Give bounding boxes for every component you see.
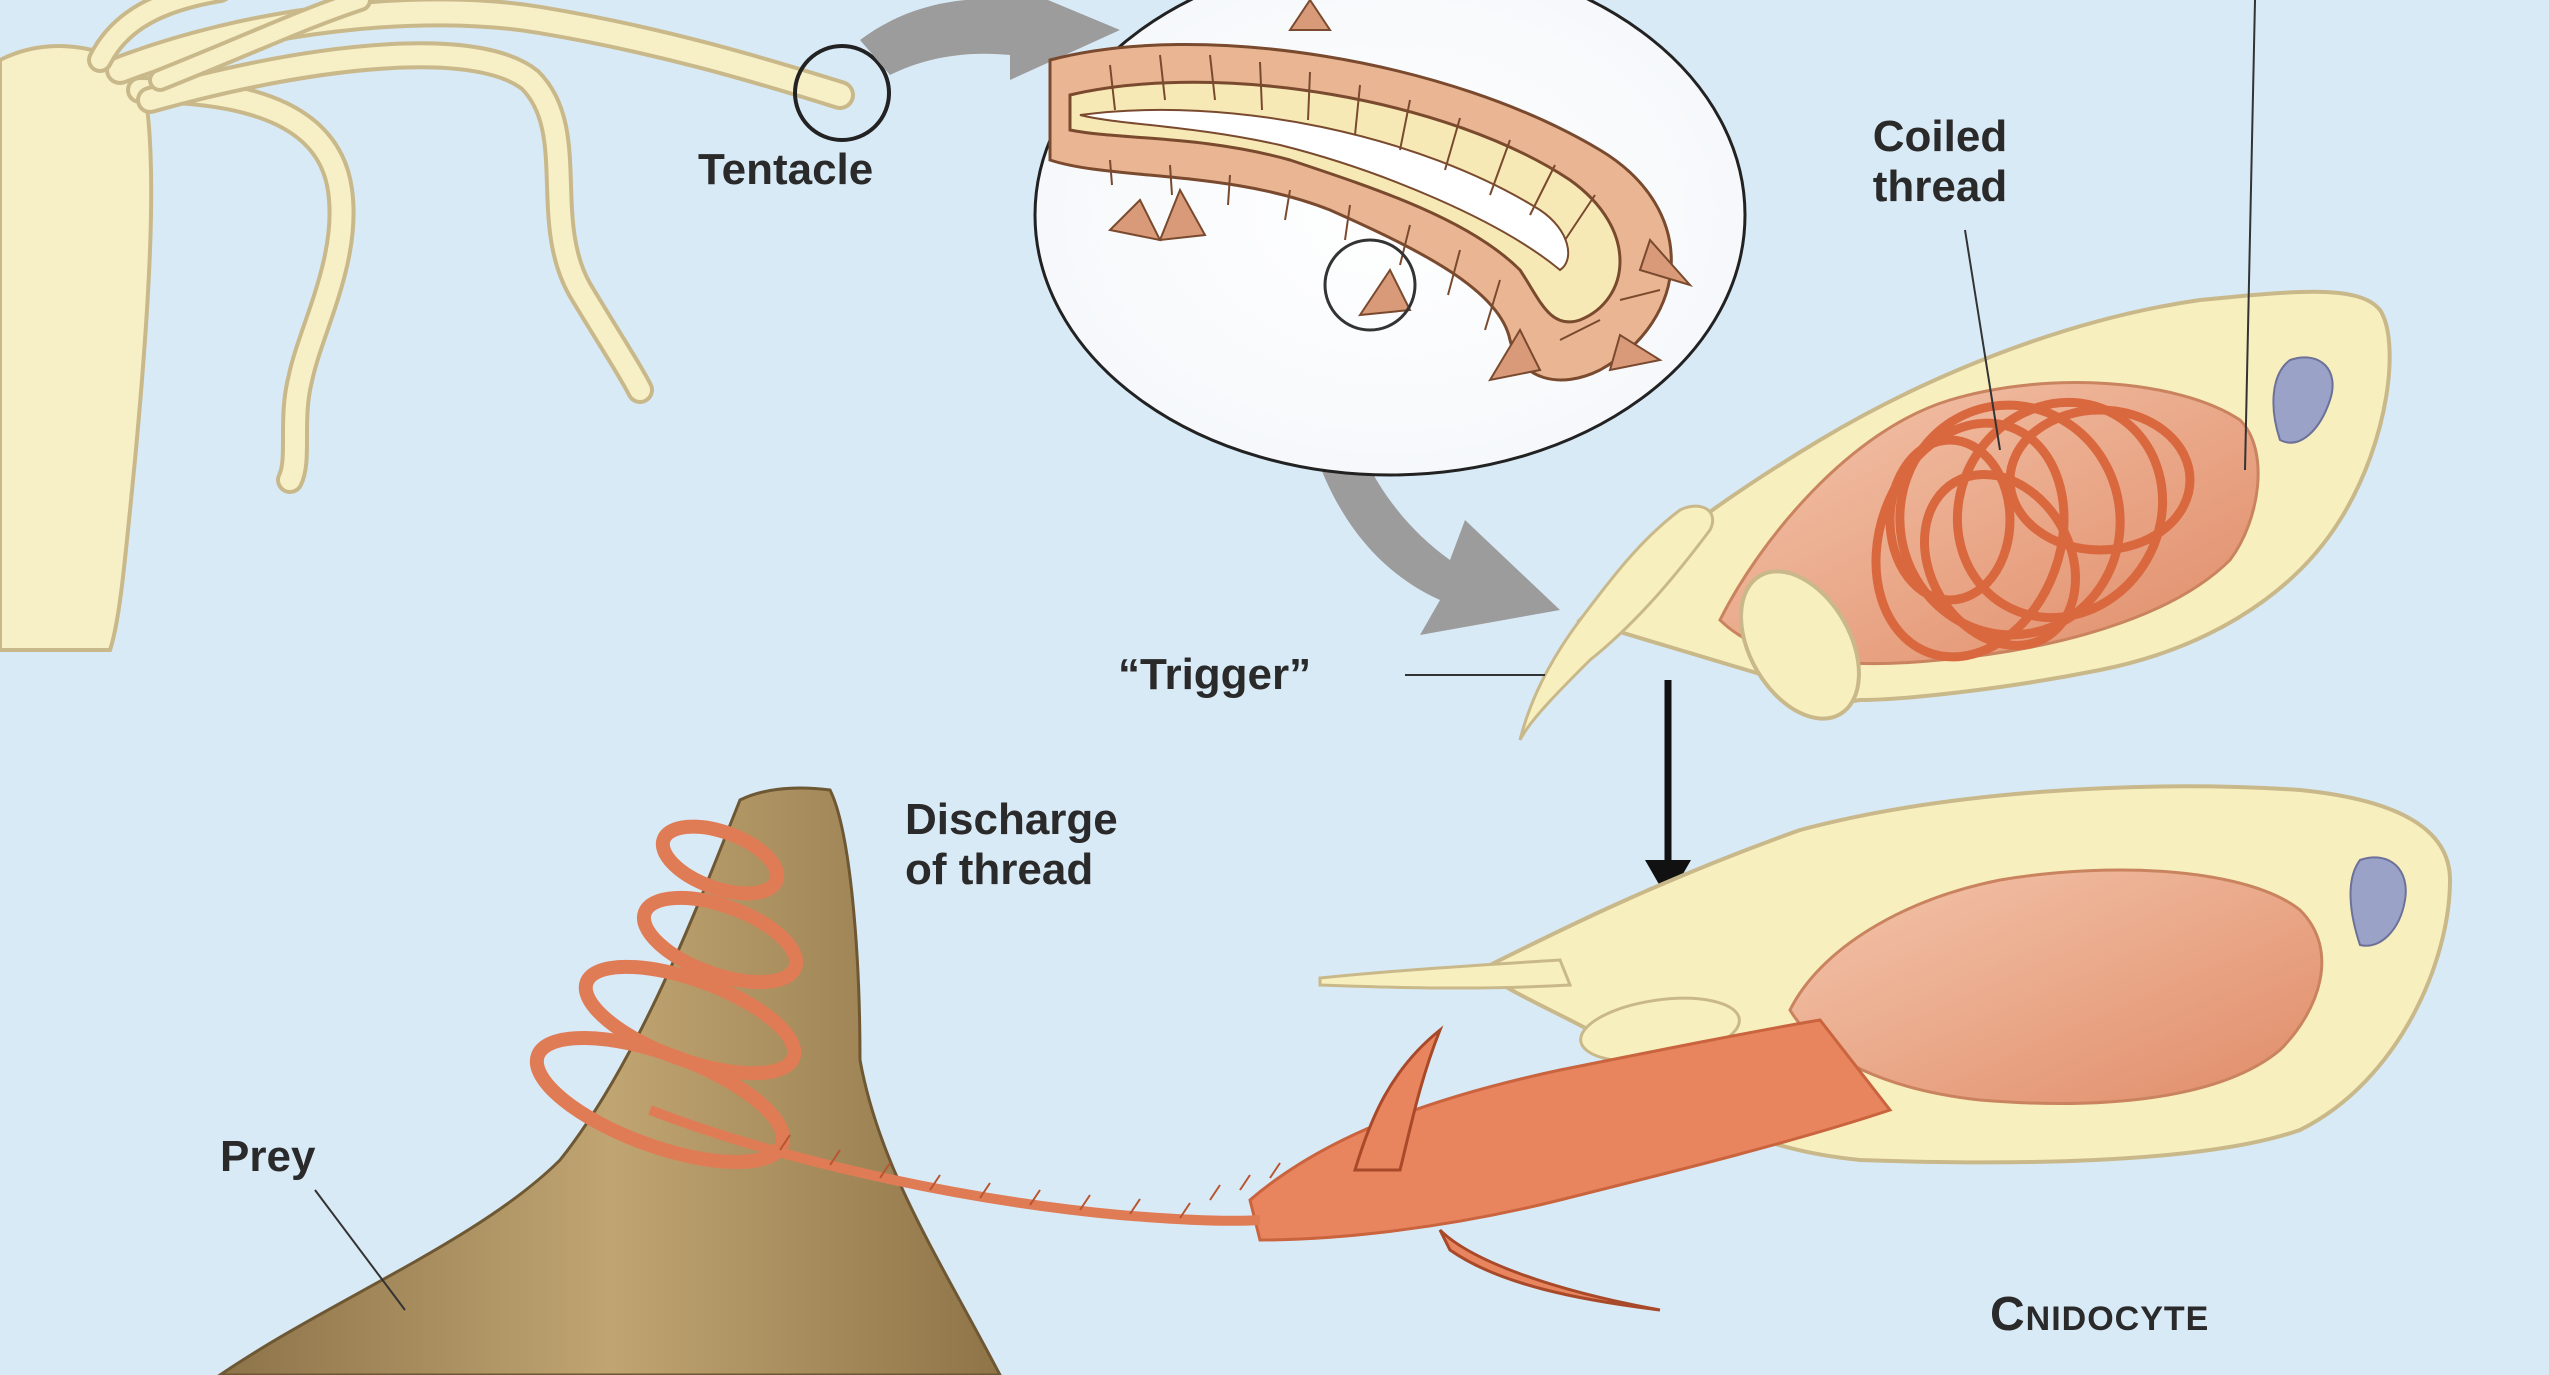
label-discharge-of-thread: Discharge of thread xyxy=(905,795,1118,895)
hydra-body xyxy=(0,46,151,650)
everted-tube xyxy=(1250,1020,1890,1240)
discharge-arrow xyxy=(1645,680,1691,900)
hydra-illustration xyxy=(0,0,889,650)
prey-body xyxy=(220,788,1000,1375)
label-tentacle: Tentacle xyxy=(698,145,873,195)
hydra-tentacles xyxy=(100,0,840,480)
label-prey: Prey xyxy=(220,1132,315,1182)
label-trigger: “Trigger” xyxy=(1118,650,1311,700)
spent-trigger xyxy=(1320,960,1570,988)
label-coiled-thread: Coiled thread xyxy=(1840,112,2040,212)
tentacle-section-bubble xyxy=(1035,0,1745,475)
label-cnidocyte: Cnidocyte xyxy=(1990,1290,2209,1340)
prey-illustration xyxy=(220,788,1000,1375)
